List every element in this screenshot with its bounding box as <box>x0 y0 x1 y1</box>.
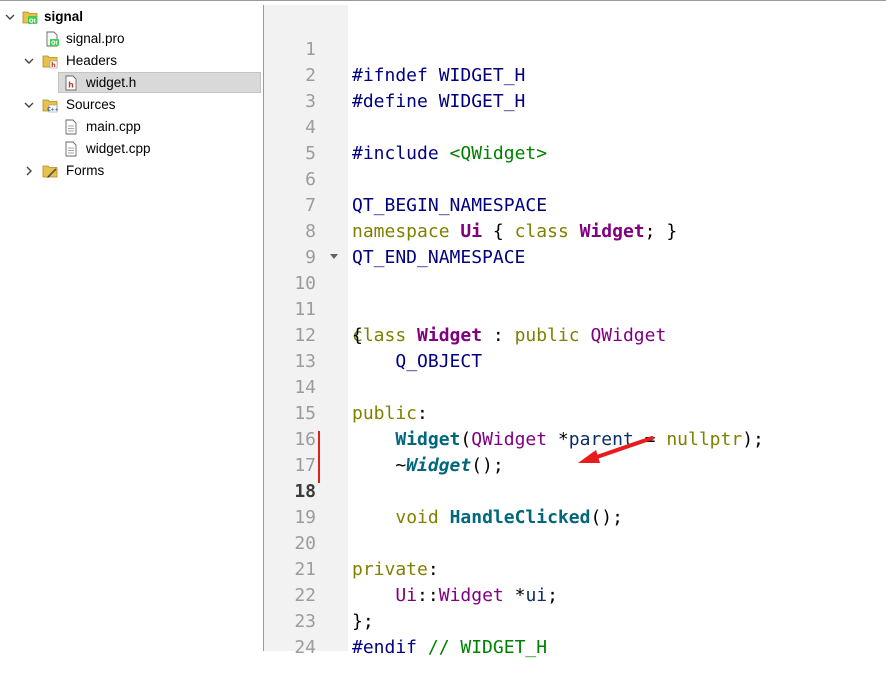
chevron-down-icon[interactable] <box>4 11 16 23</box>
code-line: 19 <box>264 479 886 528</box>
line-number: 15 <box>294 403 316 424</box>
fold-arrow-icon[interactable] <box>330 254 338 259</box>
code-line: 12 Q_OBJECT <box>264 297 886 372</box>
pane-splitter[interactable] <box>263 5 264 651</box>
selection-highlight <box>58 72 261 93</box>
modified-lines-marker <box>318 431 320 483</box>
line-number: 2 <box>305 65 316 86</box>
svg-text:h: h <box>51 61 56 69</box>
tree-item-label: Forms <box>66 163 105 178</box>
code-line: 9 <box>264 219 886 268</box>
tree-item-main-cpp[interactable]: main.cpp <box>0 117 260 138</box>
forms-folder-icon <box>42 165 58 178</box>
tree-item-sources[interactable]: C++ Sources <box>0 95 260 116</box>
line-number: 8 <box>305 221 316 242</box>
code-line: 22 }; <box>264 557 886 632</box>
code-line: 16 ~Widget(); <box>264 401 886 476</box>
qt-pro-file-icon: Qt <box>46 31 59 47</box>
code-line: 15 Widget(QWidget *parent = nullptr); <box>264 375 886 450</box>
chevron-down-icon[interactable] <box>23 99 35 111</box>
tree-item-label: signal <box>44 9 84 24</box>
code-line: 4 #include <QWidget> <box>264 89 886 164</box>
svg-text:h: h <box>68 81 74 90</box>
code-line: 17 <box>264 427 886 476</box>
code-line: 3 <box>264 63 886 112</box>
line-number: 3 <box>305 91 316 112</box>
tree-item-label: signal.pro <box>66 31 125 46</box>
line-number: 7 <box>305 195 316 216</box>
code-text-area[interactable] <box>348 5 886 651</box>
code-line: 1 #ifndef WIDGET_H <box>264 11 886 86</box>
svg-text:Qt: Qt <box>29 18 37 24</box>
code-line: 11 { <box>264 271 886 346</box>
top-border <box>0 0 886 1</box>
code-line: 21 Ui::Widget *ui; <box>264 531 886 606</box>
line-number: 5 <box>305 143 316 164</box>
headers-folder-icon: h <box>42 55 58 69</box>
qt-project-icon: Qt <box>22 11 38 24</box>
code-line: 8 QT_END_NAMESPACE <box>264 193 886 268</box>
code-line: 13 <box>264 323 886 372</box>
code-line-current: 18 void HandleClicked(); <box>264 453 886 528</box>
code-line: 7 namespace Ui { class Widget; } <box>264 167 886 242</box>
handle-clicked-declaration: HandleClicked <box>449 507 591 528</box>
code-line: 20 private: <box>264 505 886 580</box>
sources-folder-icon: C++ <box>42 99 58 113</box>
tree-item-label: Headers <box>66 53 118 68</box>
tree-item-label: widget.cpp <box>86 141 151 156</box>
code-line: 24 <box>264 609 886 658</box>
code-line: 23 #endif // WIDGET_H <box>264 583 886 658</box>
line-number: 16 <box>294 429 316 450</box>
code-line: 2 #define WIDGET_H <box>264 37 886 112</box>
line-number: 13 <box>294 351 316 372</box>
line-number: 10 <box>294 273 316 294</box>
chevron-right-icon[interactable] <box>23 165 35 177</box>
line-number: 4 <box>305 117 316 138</box>
svg-text:C++: C++ <box>47 107 58 113</box>
tree-item-label: main.cpp <box>86 119 141 134</box>
line-number: 1 <box>305 39 316 60</box>
line-number: 18 <box>294 481 316 502</box>
line-number: 6 <box>305 169 316 190</box>
line-number: 17 <box>294 455 316 476</box>
line-number: 19 <box>294 507 316 528</box>
line-number: 24 <box>294 637 316 658</box>
line-number: 21 <box>294 559 316 580</box>
code-line: 14 public: <box>264 349 886 424</box>
file-icon <box>65 141 77 157</box>
tree-item-label: widget.h <box>86 75 137 90</box>
line-number: 22 <box>294 585 316 606</box>
tree-item-label: Sources <box>66 97 116 112</box>
header-file-icon: h <box>65 75 77 91</box>
line-number: 14 <box>294 377 316 398</box>
tree-item-signal[interactable]: Qt signal <box>0 7 260 28</box>
project-tree[interactable]: Qt signal Qt signal.pro h Headers h widg… <box>0 1 263 651</box>
line-number: 9 <box>305 247 316 268</box>
tree-item-widget-h[interactable]: h widget.h <box>0 73 260 94</box>
line-number: 12 <box>294 325 316 346</box>
annotation-arrow-icon <box>578 436 654 463</box>
file-icon <box>65 119 77 135</box>
line-number: 11 <box>294 299 316 320</box>
tree-item-widget-cpp[interactable]: widget.cpp <box>0 139 260 160</box>
code-line: 6 QT_BEGIN_NAMESPACE <box>264 141 886 216</box>
code-editor[interactable]: 1 #ifndef WIDGET_H 2 #define WIDGET_H 3 … <box>264 5 886 658</box>
svg-text:Qt: Qt <box>51 41 58 47</box>
tree-item-signal-pro[interactable]: Qt signal.pro <box>0 29 260 50</box>
line-number-gutter[interactable] <box>264 5 348 651</box>
chevron-down-icon[interactable] <box>23 55 35 67</box>
code-line: 10 class Widget : public QWidget <box>264 245 886 346</box>
line-number: 20 <box>294 533 316 554</box>
tree-item-headers[interactable]: h Headers <box>0 51 260 72</box>
code-line: 5 <box>264 115 886 164</box>
tree-item-forms[interactable]: Forms <box>0 161 260 182</box>
line-number: 23 <box>294 611 316 632</box>
